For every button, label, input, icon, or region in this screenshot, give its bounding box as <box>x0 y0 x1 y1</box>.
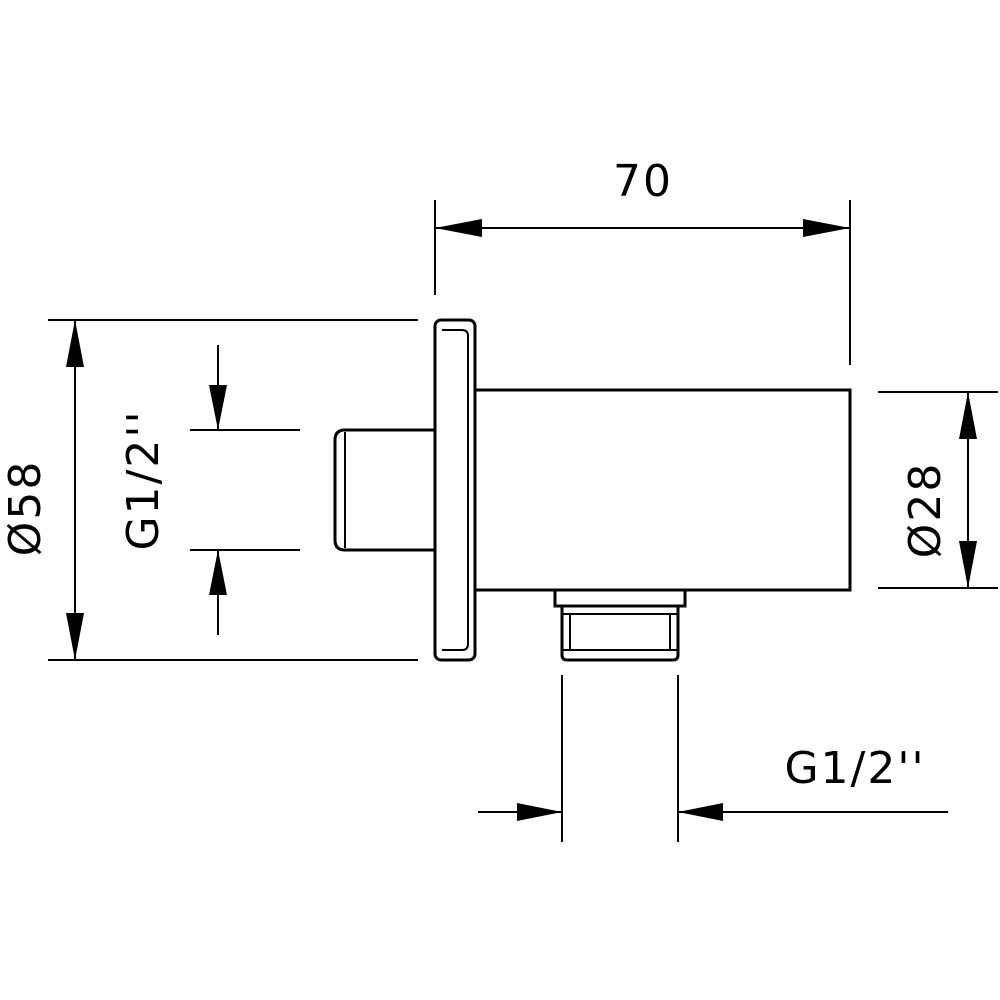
arrow-bottom <box>66 613 84 660</box>
arrow-top <box>959 392 977 439</box>
arrow-top <box>209 385 227 430</box>
arrow-bottom <box>959 541 977 588</box>
dimension-flange-diameter: Ø58 <box>0 319 418 661</box>
main-body <box>473 388 852 592</box>
dimension-flange-diameter-label: Ø58 <box>0 460 51 557</box>
arrow-top <box>66 320 84 367</box>
outlet-nut <box>560 606 680 662</box>
dimension-outlet-thread: G1/2'' <box>478 675 948 842</box>
dimension-length: 70 <box>434 156 851 365</box>
arrow-right <box>678 803 723 821</box>
arrow-left <box>435 219 482 237</box>
dimension-body-diameter-label: Ø28 <box>900 462 951 559</box>
wall-flange-inner-edge <box>442 329 469 651</box>
dimension-inlet-thread-label: G1/2'' <box>118 409 169 550</box>
arrow-bottom <box>209 550 227 595</box>
dimension-outlet-thread-label: G1/2'' <box>784 743 925 794</box>
inlet-stub <box>333 428 435 552</box>
part-outline <box>333 318 852 662</box>
dimension-inlet-thread: G1/2'' <box>118 345 300 635</box>
dimension-body-diameter: Ø28 <box>878 391 998 589</box>
outlet-collar <box>553 588 687 608</box>
arrow-right <box>803 219 850 237</box>
arrow-left <box>517 803 562 821</box>
dimension-length-label: 70 <box>613 156 673 207</box>
